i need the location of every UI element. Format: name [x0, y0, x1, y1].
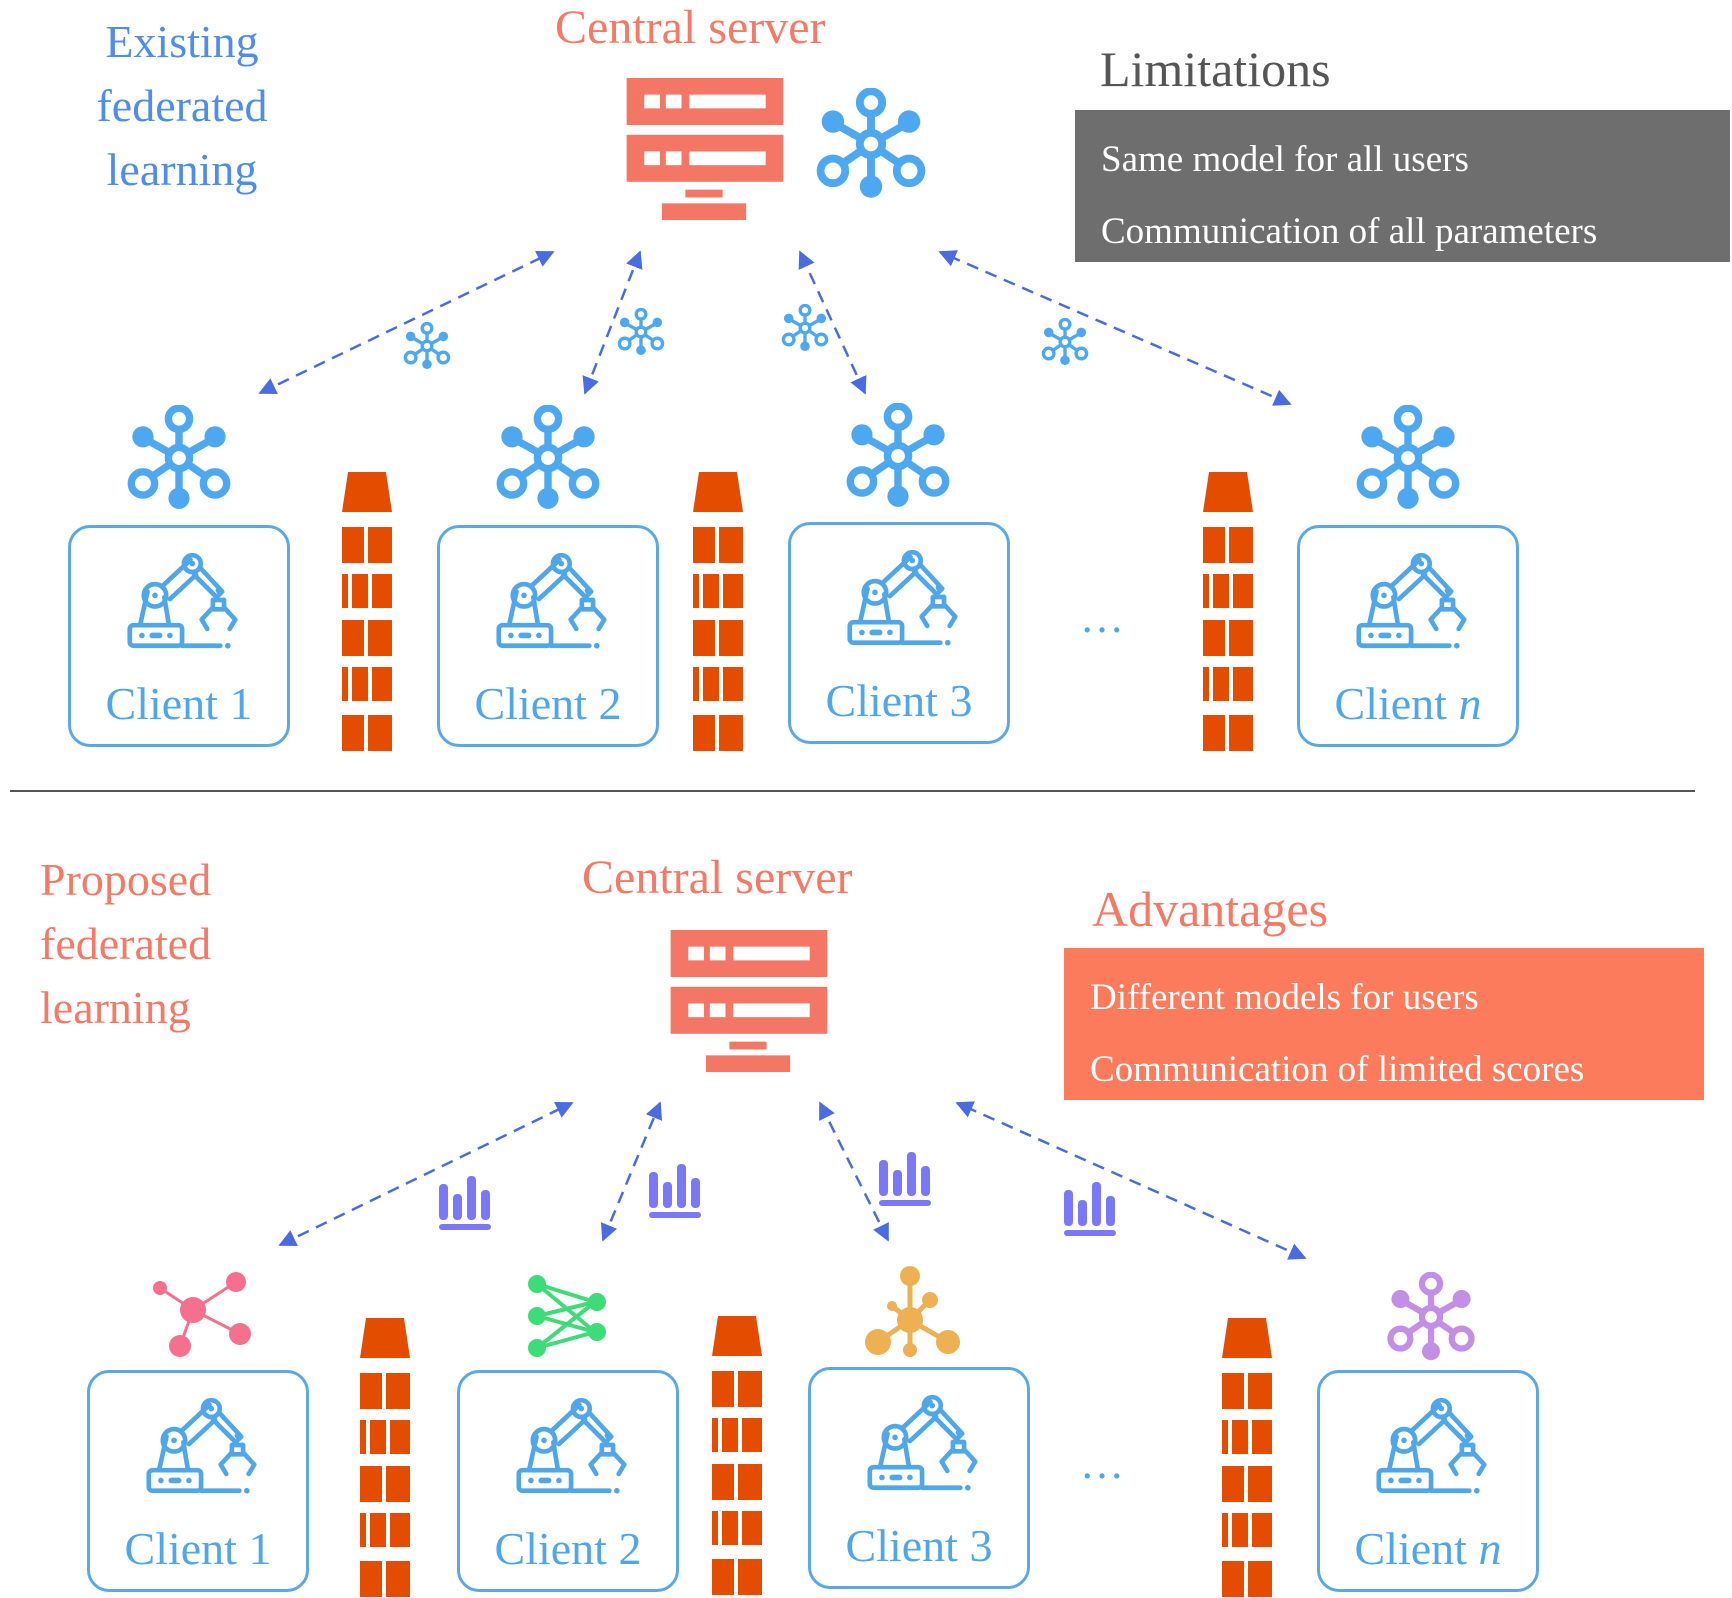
arrow-client-2: [582, 250, 643, 395]
advantage-item: Communication of limited scores: [1090, 1049, 1585, 1090]
client-label: Client 1: [105, 678, 253, 729]
client-label-n: n: [1458, 678, 1482, 729]
client-box[interactable]: Client 2: [437, 525, 659, 747]
title-line: Proposed: [40, 854, 212, 905]
client-label: Client 3: [825, 675, 973, 726]
top-arrows: [258, 250, 1292, 406]
arrow-client-2: [600, 1101, 663, 1242]
hub-outline-icon: [1383, 1272, 1479, 1362]
arrow-client-1: [258, 250, 555, 395]
molecule-icon: [865, 1266, 960, 1357]
title-line: learning: [106, 144, 258, 195]
limitations-box: Same model for all users Communication o…: [1075, 110, 1730, 262]
limitation-item: Same model for all users: [1101, 139, 1469, 180]
client-label-text: Client: [1354, 1523, 1479, 1574]
client-label: Client 2: [494, 1523, 642, 1574]
client-label: Client 1: [124, 1523, 272, 1574]
score-bar-chart-icon: [647, 1160, 707, 1220]
robot-arm-icon: [146, 1393, 258, 1497]
proposed-fl-title: Proposed federated learning: [40, 848, 250, 1040]
client-box[interactable]: Client n: [1297, 525, 1519, 747]
existing-fl-title: Existing federated learning: [62, 10, 302, 202]
data-stack-icon: [712, 1316, 762, 1596]
score-bar-chart-icon: [437, 1172, 497, 1232]
client-box[interactable]: Client n: [1317, 1370, 1539, 1592]
client-label: Client 2: [474, 678, 622, 729]
client-label: Client n: [1320, 1522, 1536, 1575]
client-box[interactable]: Client 2: [457, 1370, 679, 1592]
robot-arm-icon: [867, 1390, 979, 1494]
advantages-title: Advantages: [1092, 881, 1329, 937]
score-bar-chart-icon: [1062, 1178, 1122, 1238]
advantages-box: Different models for users Communication…: [1064, 948, 1704, 1100]
section-divider: [10, 790, 1695, 792]
arrow-client-1: [278, 1101, 574, 1247]
client-box[interactable]: Client 1: [87, 1370, 309, 1592]
central-server-label-bottom: Central server: [582, 851, 853, 904]
neural-net-icon: [528, 1275, 606, 1357]
client-label: Client 3: [845, 1520, 993, 1571]
data-stack-icon: [360, 1318, 410, 1598]
client-box[interactable]: Client 1: [68, 525, 290, 747]
title-line: learning: [40, 982, 191, 1033]
arrow-client-n: [955, 1101, 1307, 1260]
ellipsis: …: [1080, 1439, 1130, 1488]
data-stack-icon: [1222, 1318, 1272, 1598]
arrow-client-3: [798, 250, 867, 395]
title-line: Existing: [105, 16, 259, 67]
limitations-title: Limitations: [1100, 41, 1331, 97]
client-box[interactable]: Client 3: [788, 522, 1010, 744]
arrow-client-n: [938, 250, 1292, 406]
central-server-label-top: Central server: [555, 1, 826, 54]
ellipsis: …: [1080, 593, 1130, 642]
limitation-item: Communication of all parameters: [1101, 211, 1598, 252]
title-line: federated: [40, 918, 212, 969]
arrow-client-3: [818, 1101, 890, 1242]
client-label-text: Client: [1334, 678, 1459, 729]
client-label-n: n: [1478, 1523, 1502, 1574]
title-line: federated: [96, 80, 268, 131]
robot-arm-icon: [516, 1393, 628, 1497]
robot-arm-icon: [1376, 1393, 1488, 1497]
scatter-network-icon: [153, 1272, 251, 1357]
score-bar-chart-icon: [877, 1148, 937, 1208]
client-label: Client n: [1300, 677, 1516, 730]
advantage-item: Different models for users: [1090, 977, 1479, 1018]
client-box[interactable]: Client 3: [808, 1367, 1030, 1589]
